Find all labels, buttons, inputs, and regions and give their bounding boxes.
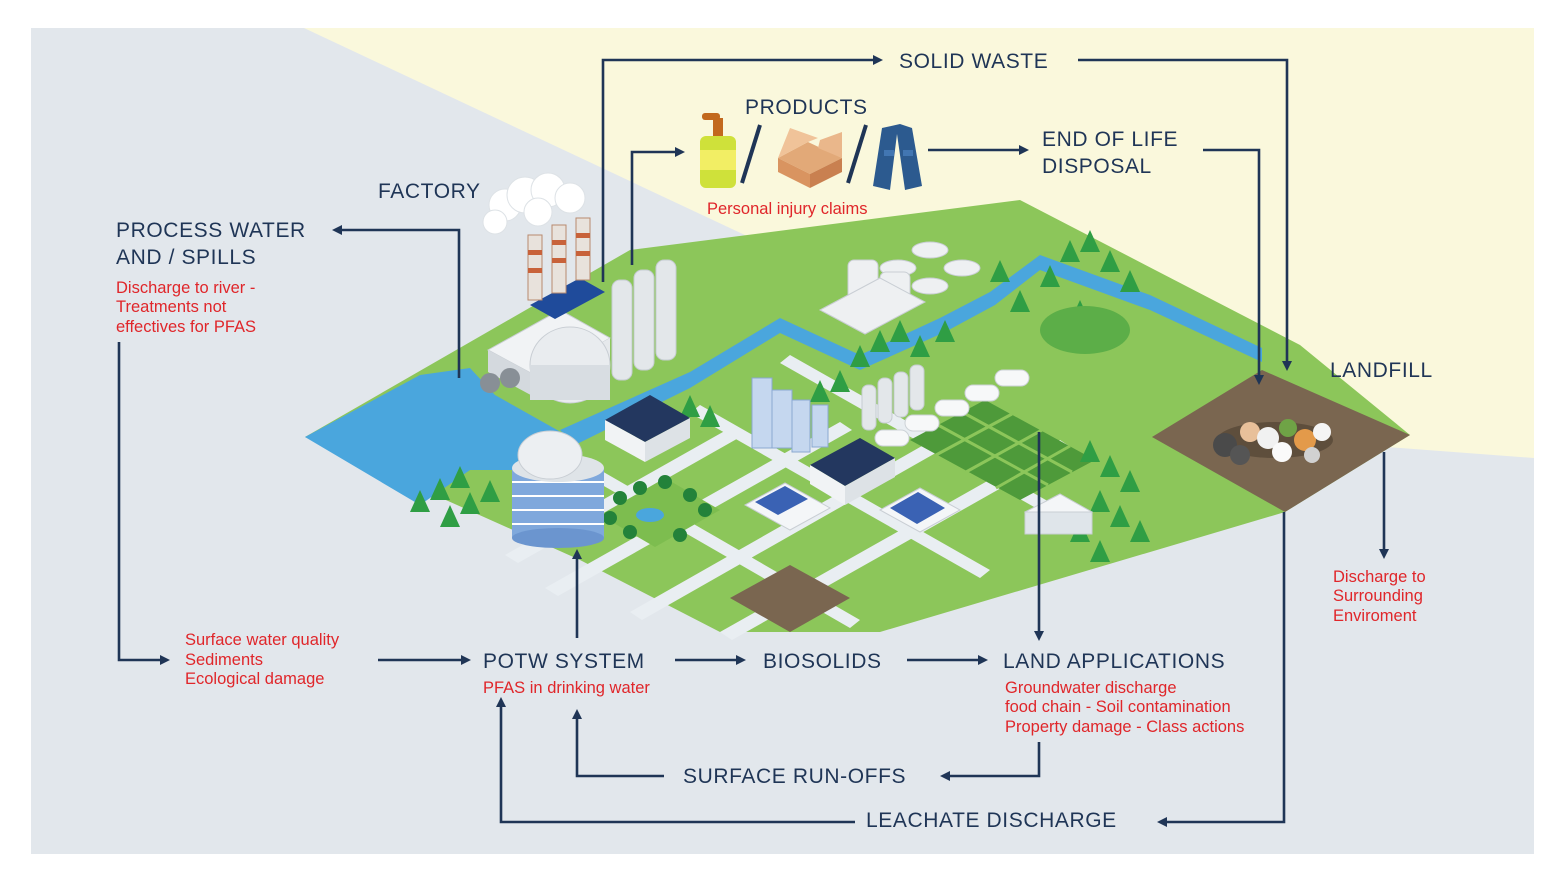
river: [305, 368, 575, 505]
note-landfill-2: Surrounding: [1333, 587, 1423, 605]
label-biosolids: BIOSOLIDS: [763, 650, 882, 673]
arrow-landfill-to-leachate: [1157, 512, 1286, 827]
arrow-factory-to-process-water: [332, 225, 461, 378]
label-landfill: LANDFILL: [1330, 359, 1433, 382]
label-land-applications: LAND APPLICATIONS: [1003, 650, 1225, 673]
city-buildings: [605, 241, 1094, 535]
note-land-2: food chain - Soil contamination: [1005, 698, 1231, 716]
arrow-factory-to-solid-waste: [601, 55, 883, 282]
note-landfill-3: Enviroment: [1333, 607, 1417, 625]
note-process-water-1: Discharge to river -: [116, 279, 255, 297]
label-process-water-2: AND / SPILLS: [116, 246, 256, 269]
note-personal-injury: Personal injury claims: [707, 200, 867, 218]
label-factory: FACTORY: [378, 180, 481, 203]
note-land-1: Groundwater discharge: [1005, 679, 1177, 697]
factory-icon: [480, 172, 677, 404]
slash-divider: [740, 124, 762, 184]
flow-arrows: [117, 55, 1389, 827]
arrow-solid-waste-to-landfill: [1078, 58, 1292, 371]
arrow-land-to-runoffs: [940, 742, 1041, 781]
note-process-water-3: effectives for PFAS: [116, 318, 256, 336]
silo-icon: [861, 364, 925, 431]
landfill-trash-icon: [1213, 419, 1333, 465]
denim-jacket-icon: [873, 124, 922, 190]
arrow-end-of-life-to-landfill: [1203, 148, 1264, 385]
arrow-factory-to-products: [630, 147, 685, 265]
label-end-of-life-2: DISPOSAL: [1042, 155, 1152, 178]
greenhouse-icon: [874, 369, 1030, 447]
label-process-water-1: PROCESS WATER: [116, 219, 306, 242]
slash-divider-2: [846, 124, 868, 184]
arrow-leachate-to-potw: [496, 697, 855, 824]
note-surface-water-2: Sediments: [185, 651, 263, 669]
water-tower-icon: [512, 430, 604, 548]
cardboard-box-icon: [778, 128, 842, 188]
label-surface-runoffs: SURFACE RUN-OFFS: [683, 765, 906, 788]
soap-bottle-icon: [700, 113, 736, 188]
note-process-water-2: Treatments not: [116, 298, 227, 316]
arrow-runoffs-to-potw: [572, 709, 664, 778]
note-potw: PFAS in drinking water: [483, 679, 650, 697]
note-surface-water-1: Surface water quality: [185, 631, 340, 649]
note-surface-water-3: Ecological damage: [185, 670, 324, 688]
note-landfill-1: Discharge to: [1333, 568, 1426, 586]
label-products: PRODUCTS: [745, 96, 868, 119]
label-leachate: LEACHATE DISCHARGE: [866, 809, 1117, 832]
park: [600, 475, 720, 547]
label-potw: POTW SYSTEM: [483, 650, 645, 673]
farm-fields: [910, 400, 1095, 500]
forest: [410, 230, 1150, 562]
label-end-of-life-1: END OF LIFE: [1042, 128, 1178, 151]
arrow-process-water-to-surface-water: [117, 342, 170, 665]
note-land-3: Property damage - Class actions: [1005, 718, 1244, 736]
label-solid-waste: SOLID WASTE: [899, 50, 1048, 73]
